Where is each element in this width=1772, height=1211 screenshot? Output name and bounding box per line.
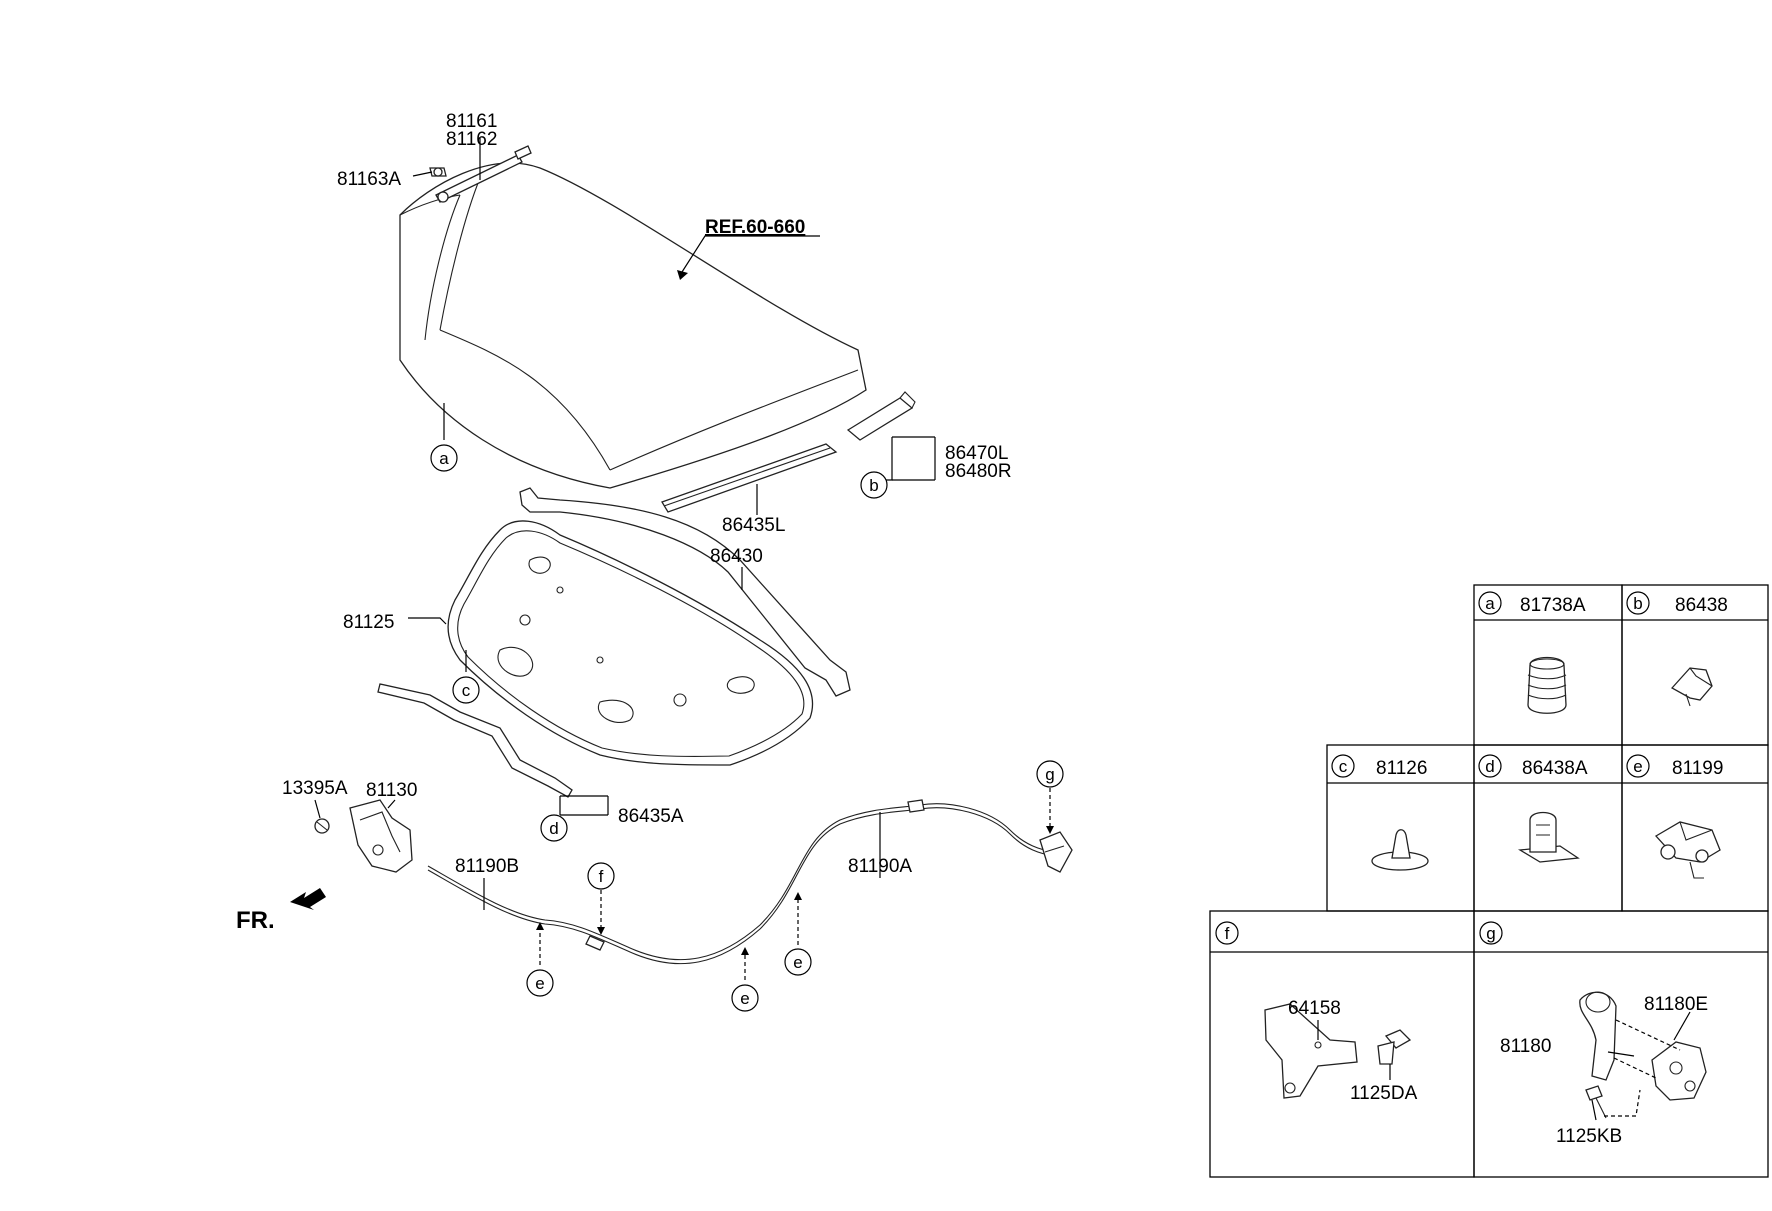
cell-e-header: e 81199 <box>1626 754 1723 779</box>
callout-arrows <box>536 788 1054 980</box>
label-1125DA: 1125DA <box>1350 1083 1418 1104</box>
svg-text:c: c <box>462 681 471 700</box>
callout-e-2: e <box>731 984 759 1012</box>
cable-holder-icon <box>1654 821 1721 879</box>
cell-b-header: b 86438 <box>1626 591 1728 616</box>
cell-d-header: d 86438A <box>1478 754 1588 779</box>
label-81190A: 81190A <box>848 856 912 877</box>
label-86435L: 86435L <box>722 515 785 536</box>
weatherstrip <box>519 487 851 697</box>
hood-panel <box>399 162 867 489</box>
svg-text:81199: 81199 <box>1672 758 1723 779</box>
lever-bracket-icon <box>1651 1041 1707 1101</box>
label-81163A: 81163A <box>337 169 401 190</box>
svg-text:86438A: 86438A <box>1522 758 1588 779</box>
front-arrow <box>290 888 326 910</box>
svg-text:81738A: 81738A <box>1520 595 1586 616</box>
svg-text:a: a <box>1485 594 1495 613</box>
ref-arrow <box>677 235 820 280</box>
label-81130: 81130 <box>366 780 417 801</box>
callout-e-3: e <box>784 948 812 976</box>
svg-text:g: g <box>1045 765 1054 784</box>
label-1125KB: 1125KB <box>1556 1126 1622 1147</box>
label-86435A: 86435A <box>618 806 684 827</box>
hood-bumper <box>846 391 916 441</box>
detail-table <box>1209 584 1769 1178</box>
cell-a-header: a 81738A <box>1478 591 1586 616</box>
label-81125: 81125 <box>343 612 394 633</box>
label-81162: 81162 <box>446 129 497 150</box>
svg-text:f: f <box>1225 924 1230 943</box>
ref-label: REF.60-660 <box>705 217 805 238</box>
svg-text:a: a <box>439 449 449 468</box>
bolt-icon <box>1377 1029 1412 1065</box>
hood-latch <box>349 799 413 873</box>
callout-e-1: e <box>526 969 554 997</box>
label-86470L: 86470L <box>945 443 1008 464</box>
release-cable <box>427 799 1056 965</box>
svg-text:81126: 81126 <box>1376 758 1427 779</box>
svg-text:e: e <box>793 953 802 972</box>
svg-text:d: d <box>1485 757 1494 776</box>
label-13395A: 13395A <box>282 778 348 799</box>
label-81190B: 81190B <box>455 856 519 877</box>
label-86430: 86430 <box>710 546 763 567</box>
leader-lines <box>314 137 936 910</box>
callout-f: f <box>587 862 615 890</box>
rubber-bumper-icon <box>1527 656 1567 714</box>
label-81161: 81161 <box>446 111 497 132</box>
svg-text:e: e <box>1633 757 1642 776</box>
release-handle <box>1039 831 1073 873</box>
latch-bolt <box>314 818 330 834</box>
svg-text:d: d <box>549 819 558 838</box>
svg-text:c: c <box>1339 757 1348 776</box>
callout-c: c <box>452 676 480 704</box>
label-81180E: 81180E <box>1644 994 1708 1015</box>
svg-text:f: f <box>599 867 604 886</box>
callout-g: g <box>1036 760 1064 788</box>
callout-b: b <box>860 471 888 499</box>
strut-ball-stud <box>429 167 447 177</box>
clip-icon <box>1670 667 1713 707</box>
hood-lift-strut <box>435 145 532 203</box>
push-clip-icon <box>1371 829 1429 871</box>
front-label: FR. <box>236 907 275 934</box>
svg-text:e: e <box>535 974 544 993</box>
svg-text:g: g <box>1486 924 1495 943</box>
release-lever-icon <box>1579 991 1617 1081</box>
label-86480R: 86480R <box>945 461 1012 482</box>
svg-text:86438: 86438 <box>1675 595 1728 616</box>
hood-seal-strip <box>661 443 838 513</box>
cell-g-header: g <box>1479 921 1503 945</box>
svg-text:b: b <box>1633 594 1642 613</box>
bracket-icon <box>1264 1003 1358 1099</box>
lever-bolt-icon <box>1585 1085 1607 1119</box>
hood-insulator-pad <box>447 520 814 766</box>
svg-text:b: b <box>869 476 878 495</box>
cell-c-header: c 81126 <box>1331 754 1427 779</box>
svg-text:e: e <box>740 989 749 1008</box>
cell-f-header: f <box>1215 921 1239 945</box>
lower-seal-strip <box>377 683 573 798</box>
fastener-icon <box>1517 811 1580 863</box>
callout-d: d <box>540 814 568 842</box>
callout-a: a <box>430 444 458 472</box>
label-64158: 64158 <box>1288 998 1341 1019</box>
label-81180: 81180 <box>1500 1036 1551 1057</box>
